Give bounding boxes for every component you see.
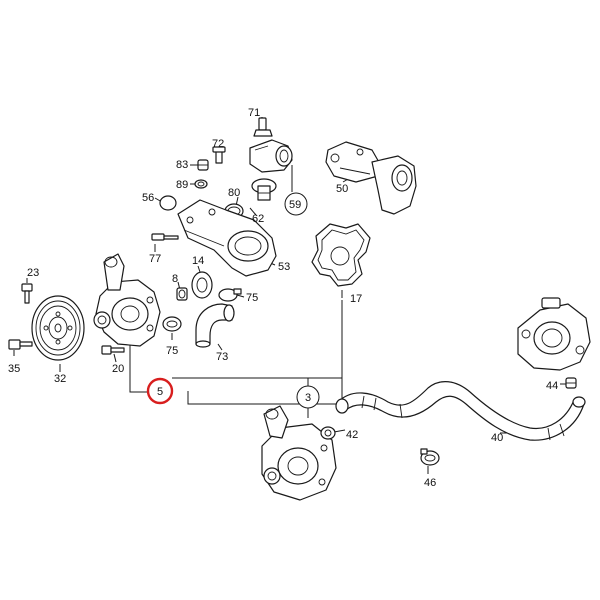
callout-56[interactable]: 56 bbox=[142, 192, 154, 204]
hose-73-part[interactable] bbox=[195, 303, 235, 348]
callout-8[interactable]: 8 bbox=[172, 273, 178, 285]
callout-5-highlighted[interactable]: 5 bbox=[146, 377, 174, 405]
callout-5: 5 bbox=[157, 386, 163, 398]
bolt-23-part[interactable] bbox=[21, 283, 33, 304]
callout-71[interactable]: 71 bbox=[248, 107, 260, 119]
bleed-screw-part[interactable] bbox=[253, 117, 273, 137]
clamp-42-part[interactable] bbox=[320, 426, 336, 440]
callout-59-circle[interactable]: 59 bbox=[284, 192, 308, 216]
thermostat-housing-part[interactable] bbox=[249, 139, 293, 173]
callout-50[interactable]: 50 bbox=[336, 183, 348, 195]
callout-59: 59 bbox=[289, 199, 301, 211]
coolant-housing-53-part[interactable] bbox=[177, 199, 277, 277]
callout-73[interactable]: 73 bbox=[216, 351, 228, 363]
flange-14-part[interactable] bbox=[191, 271, 213, 299]
callout-62[interactable]: 62 bbox=[252, 213, 264, 225]
water-pump-assembly-3-part[interactable] bbox=[261, 405, 337, 501]
seal-ring-89-part[interactable] bbox=[194, 179, 208, 189]
callout-46[interactable]: 46 bbox=[424, 477, 436, 489]
bolt-20-part[interactable] bbox=[101, 345, 125, 355]
thermostat-62-part[interactable] bbox=[251, 178, 277, 201]
callout-40[interactable]: 40 bbox=[491, 432, 503, 444]
callout-53[interactable]: 53 bbox=[278, 261, 290, 273]
callout-17[interactable]: 17 bbox=[350, 293, 362, 305]
plug-83-part[interactable] bbox=[197, 159, 209, 171]
coolant-hose-40-part[interactable] bbox=[335, 381, 586, 441]
callout-labels: 71 72 83 89 80 62 50 56 77 53 8 14 75 75… bbox=[8, 107, 558, 489]
callout-32[interactable]: 32 bbox=[54, 373, 66, 385]
hose-clamp-75-lower-part[interactable] bbox=[162, 316, 182, 332]
clamp-46-part[interactable] bbox=[420, 448, 440, 466]
callout-89[interactable]: 89 bbox=[176, 179, 188, 191]
callout-44[interactable]: 44 bbox=[546, 380, 558, 392]
sleeve-8-part[interactable] bbox=[176, 287, 188, 301]
callout-3: 3 bbox=[305, 392, 311, 404]
bolt-77-part[interactable] bbox=[151, 233, 179, 241]
callout-72[interactable]: 72 bbox=[212, 138, 224, 150]
clip-44-part[interactable] bbox=[565, 377, 577, 389]
callout-75-upper[interactable]: 75 bbox=[246, 292, 258, 304]
callout-14[interactable]: 14 bbox=[192, 255, 204, 267]
callout-20[interactable]: 20 bbox=[112, 363, 124, 375]
callout-75-lower[interactable]: 75 bbox=[166, 345, 178, 357]
leader-lines bbox=[13, 117, 568, 474]
water-pump-left-part[interactable] bbox=[93, 253, 161, 347]
callout-42[interactable]: 42 bbox=[346, 429, 358, 441]
callout-23[interactable]: 23 bbox=[27, 267, 39, 279]
bolt-35-part[interactable] bbox=[8, 339, 33, 350]
gasket-17-part[interactable] bbox=[311, 223, 371, 287]
cap-56-part[interactable] bbox=[159, 195, 177, 211]
bolt-72-part[interactable] bbox=[212, 146, 226, 164]
callout-35[interactable]: 35 bbox=[8, 363, 20, 375]
thermostat-housing-50-part[interactable] bbox=[325, 141, 417, 215]
callout-3-circle[interactable]: 3 bbox=[296, 385, 320, 409]
hose-clamp-75-upper-part[interactable] bbox=[218, 288, 242, 302]
callout-80[interactable]: 80 bbox=[228, 187, 240, 199]
throttle-housing-part[interactable] bbox=[517, 297, 591, 371]
callout-83[interactable]: 83 bbox=[176, 159, 188, 171]
pulley-32-part[interactable] bbox=[31, 295, 85, 361]
callout-77[interactable]: 77 bbox=[149, 253, 161, 265]
